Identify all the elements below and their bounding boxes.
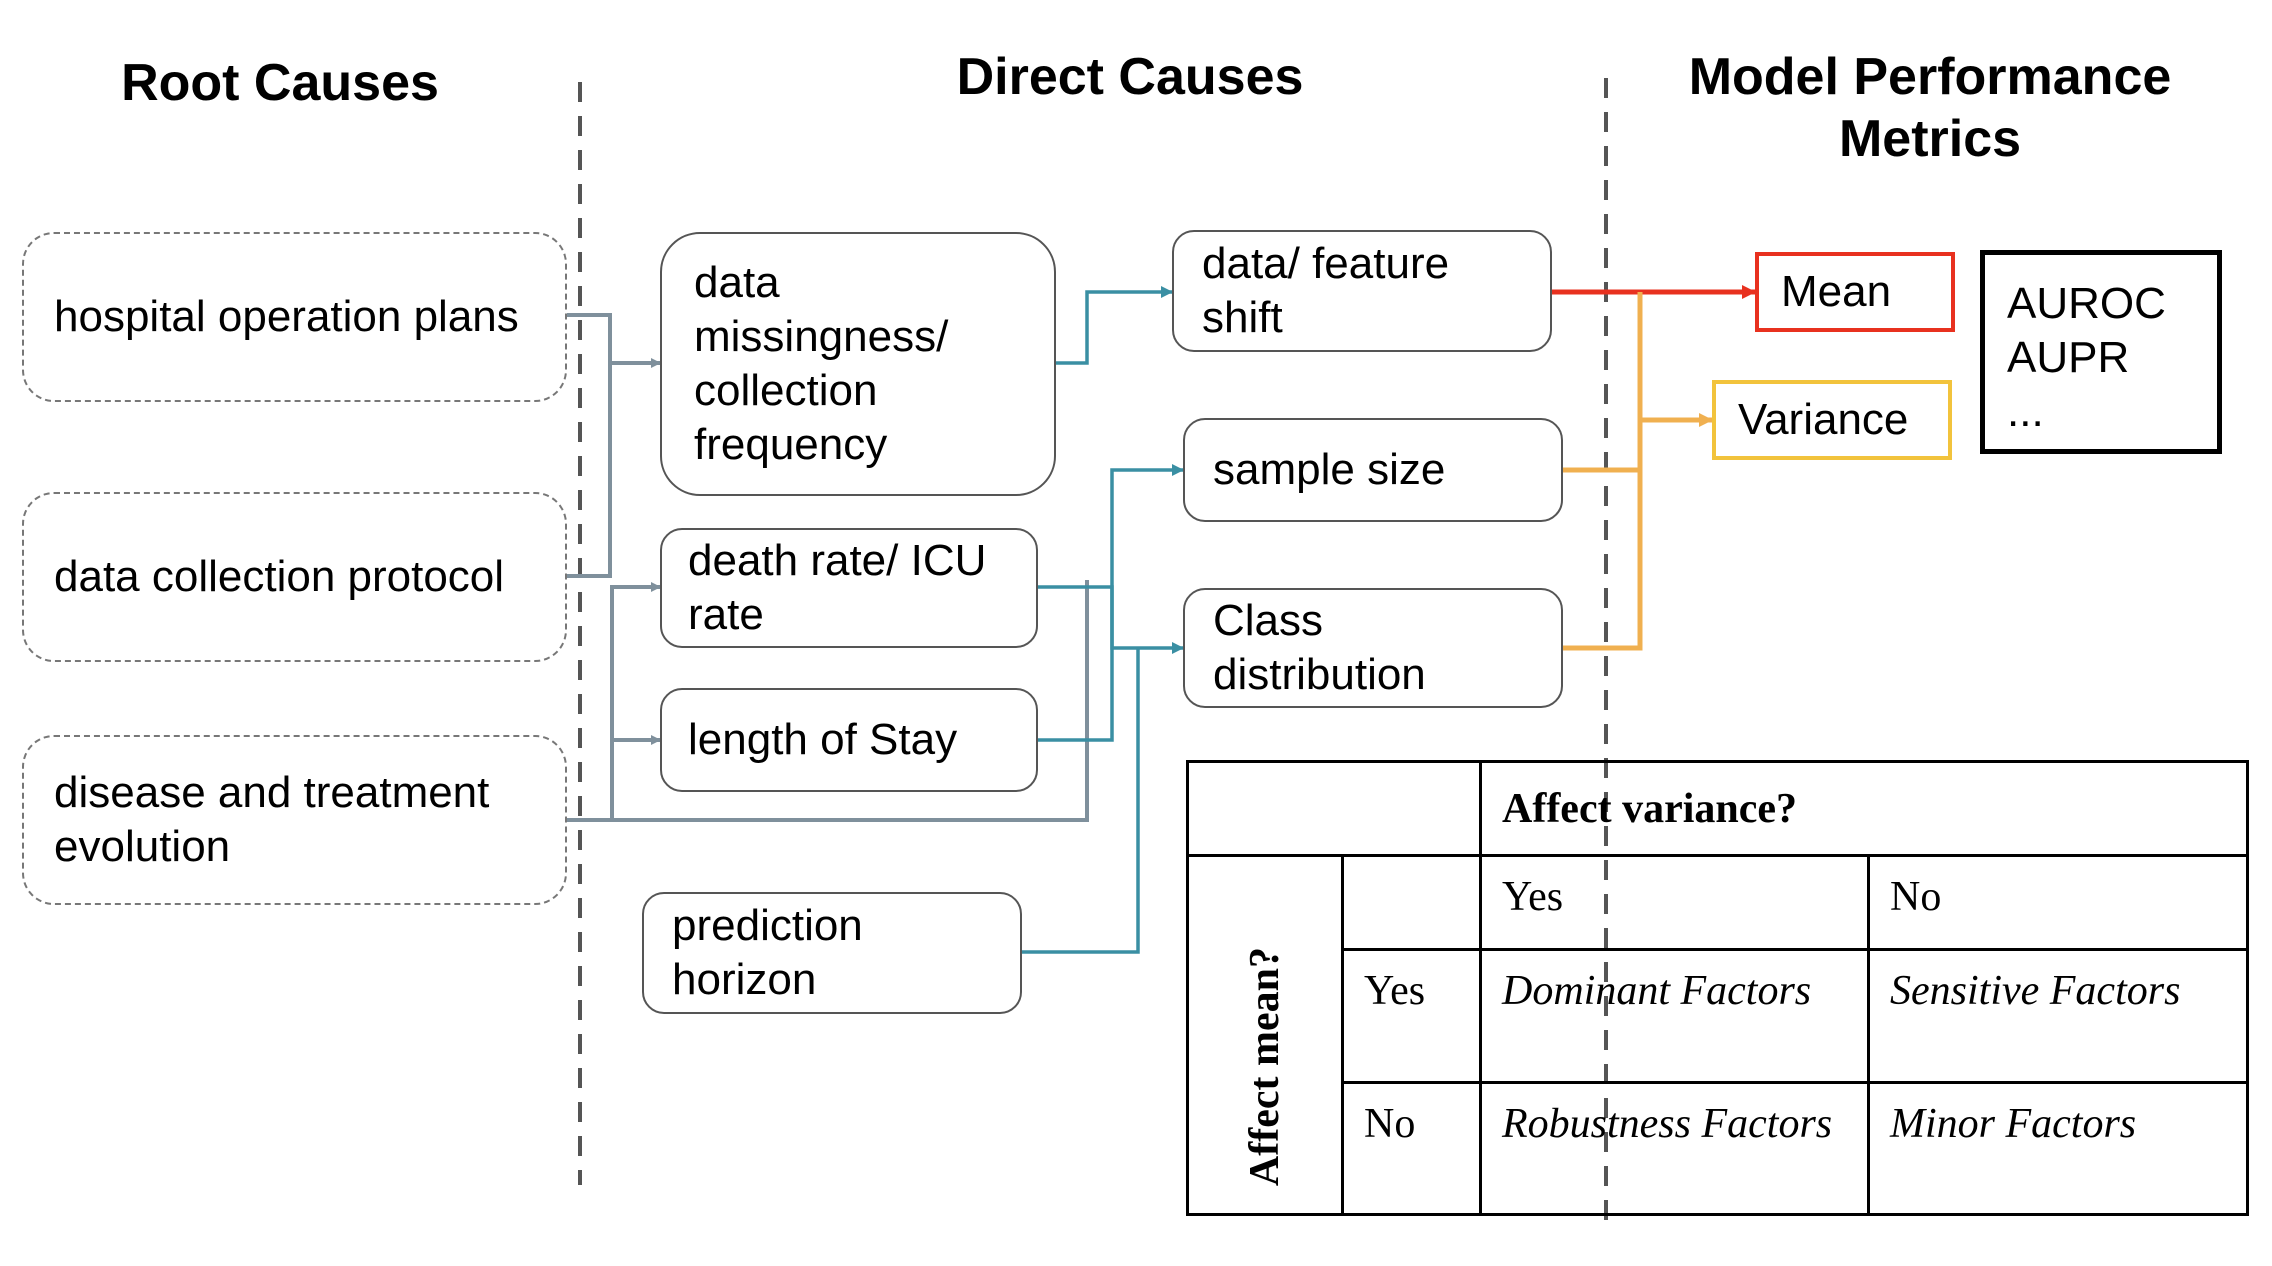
direct-cause-label: data/ feature shift (1202, 239, 1450, 342)
table-row: Affect variance? (1186, 759, 2249, 858)
row-value-no: No (1341, 1080, 1482, 1217)
factor-label: data missingness/ collection frequency (694, 258, 949, 469)
root-cause-label: hospital operation plans (54, 292, 519, 341)
metric-variance-box: Variance (1712, 380, 1952, 460)
metric-mean-box: Mean (1755, 252, 1955, 332)
variance-links (1563, 292, 1713, 651)
header-direct-causes: Direct Causes (956, 48, 1304, 106)
cell-sensitive-factors: Sensitive Factors (1867, 948, 2249, 1084)
metric-mean-label: Mean (1781, 267, 1892, 316)
table-row: Affect mean? Yes No (1186, 854, 2249, 1216)
factor-label: prediction horizon (672, 901, 863, 1004)
factor-length-of-stay: length of Stay (660, 688, 1038, 792)
column-value-no: No (1867, 854, 2249, 952)
cell-dominant-factors: Dominant Factors (1479, 948, 1870, 1084)
factor-death-rate-icu-rate: death rate/ ICU rate (660, 528, 1038, 648)
metric-ellipsis: ... (2007, 387, 2044, 436)
factor-label: death rate/ ICU rate (688, 536, 987, 639)
factor-links (1021, 286, 1184, 954)
row-header-affect-mean: Affect mean? (1242, 946, 1288, 1186)
metric-auroc: AUROC (2007, 279, 2166, 328)
metric-aupr: AUPR (2007, 333, 2130, 382)
row-header-cell: Affect mean? (1186, 854, 1344, 1216)
table-row: Yes Dominant Factors Sensitive Factors (1188, 948, 2249, 1084)
cell-minor-factors: Minor Factors (1867, 1080, 2249, 1217)
row-value-yes: Yes (1341, 948, 1482, 1084)
table-row: No Robustness Factors Minor Factors (1188, 1080, 2249, 1217)
cell-robustness-factors: Robustness Factors (1479, 1080, 1870, 1217)
column-value-yes: Yes (1479, 854, 1870, 952)
factor-prediction-horizon: prediction horizon (642, 892, 1022, 1014)
root-cause-hospital-operation-plans: hospital operation plans (22, 232, 567, 402)
direct-cause-data-feature-shift: data/ feature shift (1172, 230, 1552, 352)
metric-examples-box: AUROC AUPR ... (1980, 250, 2222, 454)
direct-cause-class-distribution: Class distribution (1183, 588, 1563, 708)
table-empty-cell (1341, 854, 1482, 952)
metric-variance-label: Variance (1738, 395, 1909, 444)
factor-data-missingness: data missingness/ collection frequency (660, 232, 1056, 496)
factor-classification-table: Affect variance? Affect mean? Yes No Yes… (1186, 759, 2249, 1217)
factor-label: length of Stay (688, 715, 958, 764)
header-root-causes: Root Causes (121, 54, 439, 112)
root-cause-disease-treatment-evolution: disease and treatment evolution (22, 735, 567, 905)
direct-cause-label: Class distribution (1213, 596, 1426, 699)
root-cause-data-collection-protocol: data collection protocol (22, 492, 567, 662)
column-header-affect-variance: Affect variance? (1479, 759, 2249, 858)
header-model-performance-metrics: Model Performance Metrics (1688, 48, 2172, 168)
root-links (564, 313, 1089, 822)
direct-cause-label: sample size (1213, 445, 1446, 494)
root-cause-label: data collection protocol (54, 552, 505, 601)
table-corner (1186, 759, 1482, 858)
root-cause-label: disease and treatment evolution (54, 768, 490, 871)
direct-cause-sample-size: sample size (1183, 418, 1563, 522)
